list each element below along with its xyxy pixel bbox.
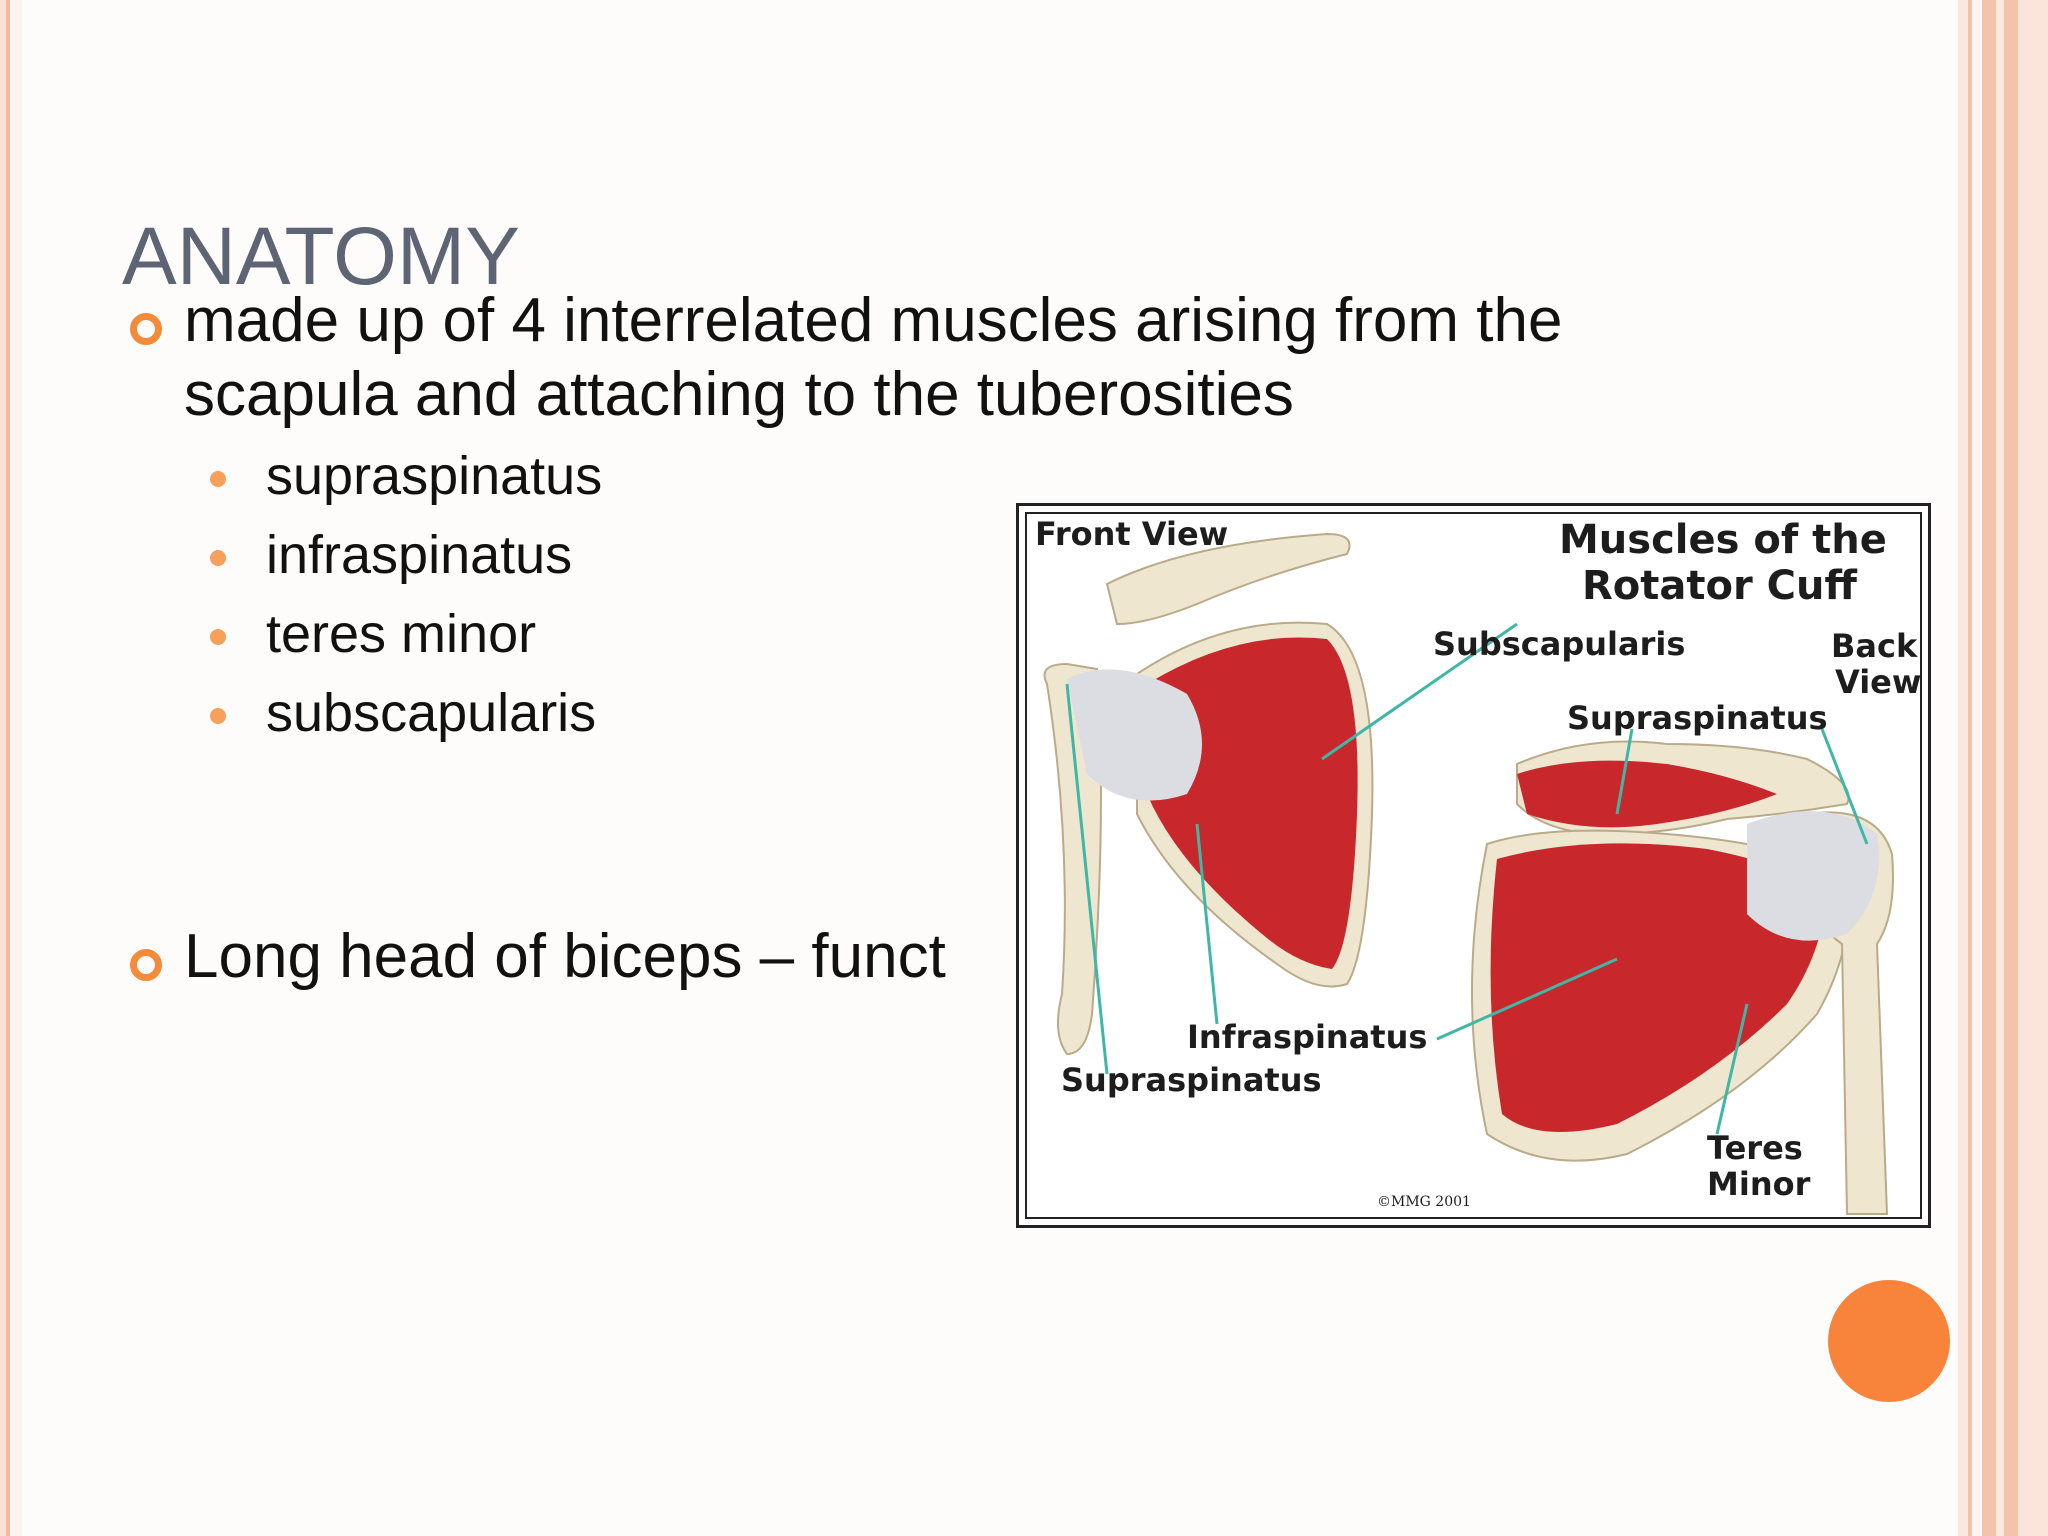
rotator-cuff-figure: Front View Muscles of the Rotator Cuff B… bbox=[1016, 503, 1931, 1228]
figure-title-line2: Rotator Cuff bbox=[1582, 563, 1857, 609]
bullet-ring-icon bbox=[130, 949, 162, 981]
sub-bullet-dot-icon bbox=[210, 629, 226, 645]
copyright-label: ©MMG 2001 bbox=[1377, 1194, 1471, 1210]
slide-title: ANATOMY bbox=[122, 211, 520, 302]
left-border-decoration bbox=[0, 0, 22, 1536]
sub-bullet-item: supraspinatus bbox=[266, 446, 603, 506]
teres-minor-label-line2: Minor bbox=[1707, 1165, 1811, 1203]
supraspinatus-back-label: Supraspinatus bbox=[1567, 699, 1828, 737]
front-tendon bbox=[1067, 669, 1202, 801]
subscapularis-label: Subscapularis bbox=[1433, 625, 1686, 663]
bullet-text: Long head of biceps – funct bbox=[184, 922, 946, 991]
bullet-ring-icon bbox=[130, 313, 162, 345]
back-view-label-line1: Back bbox=[1831, 627, 1918, 665]
supraspinatus-muscle bbox=[1517, 760, 1777, 828]
subscapularis-muscle bbox=[1147, 637, 1358, 969]
figure-inner-frame: Front View Muscles of the Rotator Cuff B… bbox=[1025, 512, 1922, 1219]
sub-bullet-dot-icon bbox=[210, 550, 226, 566]
bullet-text: made up of 4 interrelated muscles arisin… bbox=[184, 286, 1563, 429]
sub-bullet-item: subscapularis bbox=[266, 683, 597, 743]
front-clavicle bbox=[1105, 532, 1351, 626]
sub-bullet-item: teres minor bbox=[266, 604, 537, 664]
right-border-decoration bbox=[1958, 0, 2048, 1536]
figure-title-line1: Muscles of the bbox=[1559, 517, 1887, 563]
rotator-cuff-illustration bbox=[1043, 532, 1894, 1215]
sub-bullet-dot-icon bbox=[210, 471, 226, 487]
front-view-label: Front View bbox=[1035, 515, 1229, 553]
pointer-lines bbox=[1065, 622, 1869, 1135]
back-tendon bbox=[1747, 811, 1879, 941]
supraspinatus-front-label: Supraspinatus bbox=[1061, 1061, 1322, 1099]
infraspinatus-label: Infraspinatus bbox=[1187, 1018, 1428, 1056]
infraspinatus-muscle bbox=[1490, 843, 1827, 1132]
back-view-label-line2: View bbox=[1835, 663, 1922, 701]
sub-bullet-dot-icon bbox=[210, 708, 226, 724]
sub-bullet-item: infraspinatus bbox=[266, 525, 573, 585]
orange-circle-decoration bbox=[1828, 1280, 1950, 1402]
teres-minor-label-line1: Teres bbox=[1707, 1129, 1803, 1167]
